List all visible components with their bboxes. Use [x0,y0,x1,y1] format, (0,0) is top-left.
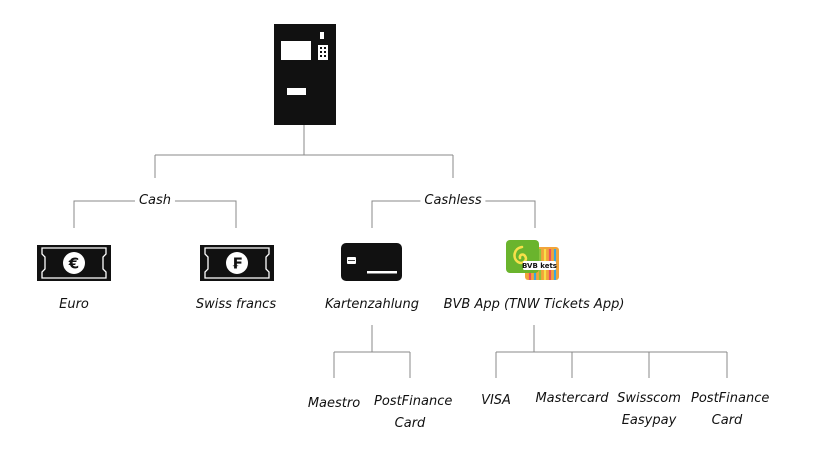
option-label-euro: Euro [55,297,93,313]
method-label-swisscom-easypay: Swisscom Easypay [611,388,687,432]
franc-symbol: ₣ [232,255,242,273]
payment-card-icon [341,243,402,281]
app-logo-text: BVB kets [522,262,557,270]
franc-banknote-icon: ₣ [200,245,274,281]
method-label-mastercard: Mastercard [531,391,613,407]
ticket-machine-icon [274,24,336,125]
method-label-visa: VISA [477,393,515,409]
category-label-cashless: Cashless [420,193,486,209]
option-label-bvb-app: BVB App (TNW Tickets App) [439,297,629,313]
method-label-maestro: Maestro [303,396,365,412]
method-label-postfinance-card-1: PostFinance Card [370,391,452,435]
euro-banknote-icon: € [37,245,111,281]
category-label-cash: Cash [134,193,176,209]
euro-symbol: € [68,255,79,273]
method-label-postfinance-card-2: PostFinance Card [687,388,769,432]
option-label-swiss-francs: Swiss francs [191,297,281,313]
option-label-kartenzahlung: Kartenzahlung [320,297,424,313]
app-logo-icon: BVB kets [506,240,559,280]
